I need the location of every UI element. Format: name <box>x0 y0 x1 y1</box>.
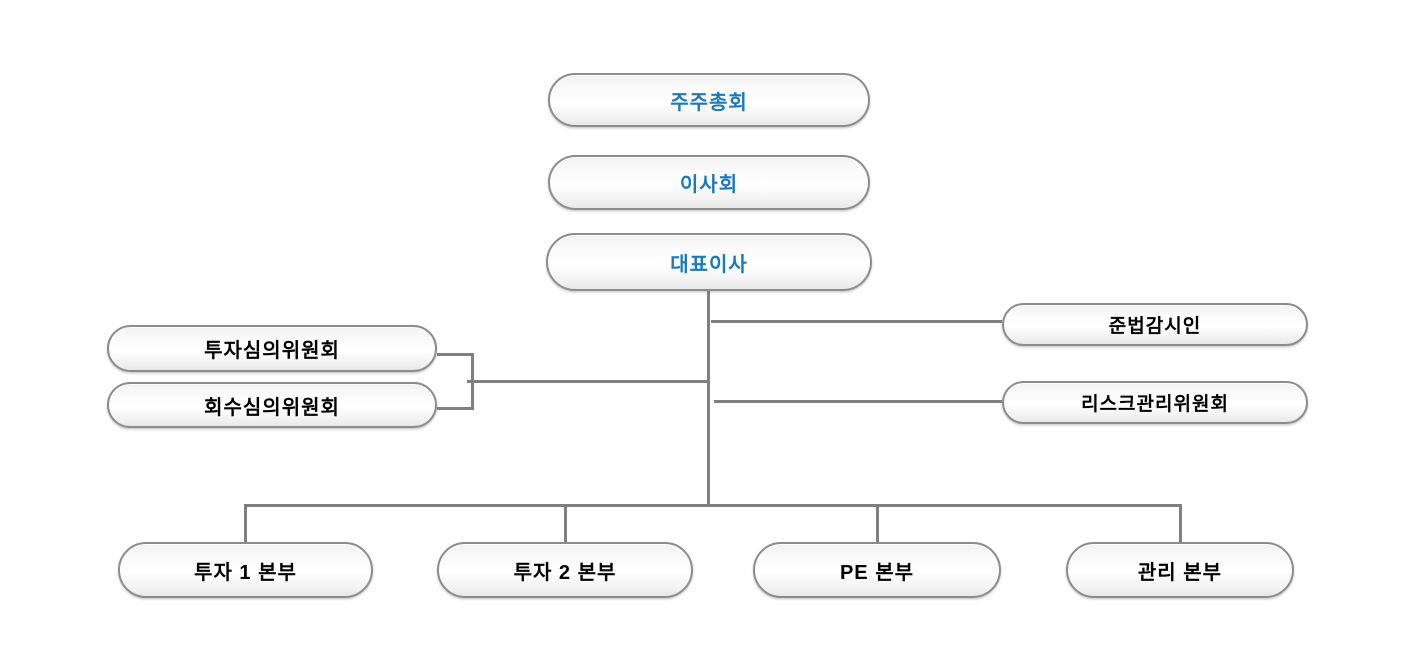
node-recovery-review-committee: 회수심의위원회 <box>107 382 437 428</box>
node-investment-division-1-label: 투자 1 본부 <box>194 561 297 584</box>
connector-division4-drop <box>1179 504 1182 542</box>
node-compliance-officer-label: 준법감시인 <box>1108 316 1202 337</box>
node-risk-management-committee-label: 리스크관리위원회 <box>1081 394 1229 415</box>
node-investment-review-committee-label: 투자심의위원회 <box>204 340 340 362</box>
node-compliance-officer: 준법감시인 <box>1002 303 1308 346</box>
connector-divisions-bus <box>244 504 1182 507</box>
node-ceo-label: 대표이사 <box>670 253 748 276</box>
node-board-of-directors-label: 이사회 <box>679 174 739 196</box>
node-board-of-directors: 이사회 <box>548 155 870 210</box>
node-ceo: 대표이사 <box>546 233 872 291</box>
node-investment-division-2-label: 투자 2 본부 <box>513 561 617 584</box>
connector-compliance-branch <box>711 320 1002 323</box>
connector-risk-branch <box>714 400 1002 403</box>
connector-investment-committee-stub <box>437 353 473 356</box>
node-risk-management-committee: 리스크관리위원회 <box>1002 381 1308 424</box>
node-management-division-label: 관리 본부 <box>1137 561 1223 584</box>
connector-division1-drop <box>244 504 247 542</box>
connector-committees-branch <box>467 380 708 383</box>
connector-committees-bracket-vertical <box>471 353 474 410</box>
connector-division3-drop <box>876 504 879 542</box>
connector-division2-drop <box>564 504 567 542</box>
connector-recovery-committee-stub <box>437 407 473 410</box>
connector-ceo-trunk <box>707 290 710 507</box>
node-investment-division-2: 투자 2 본부 <box>437 542 693 598</box>
node-investment-review-committee: 투자심의위원회 <box>107 325 437 372</box>
node-pe-division: PE 본부 <box>753 542 1001 598</box>
node-shareholders-meeting-label: 주주총회 <box>670 91 748 114</box>
node-investment-division-1: 투자 1 본부 <box>118 542 373 598</box>
node-management-division: 관리 본부 <box>1066 542 1294 598</box>
node-recovery-review-committee-label: 회수심의위원회 <box>204 396 340 419</box>
node-shareholders-meeting: 주주총회 <box>548 73 870 127</box>
node-pe-division-label: PE 본부 <box>839 561 915 584</box>
